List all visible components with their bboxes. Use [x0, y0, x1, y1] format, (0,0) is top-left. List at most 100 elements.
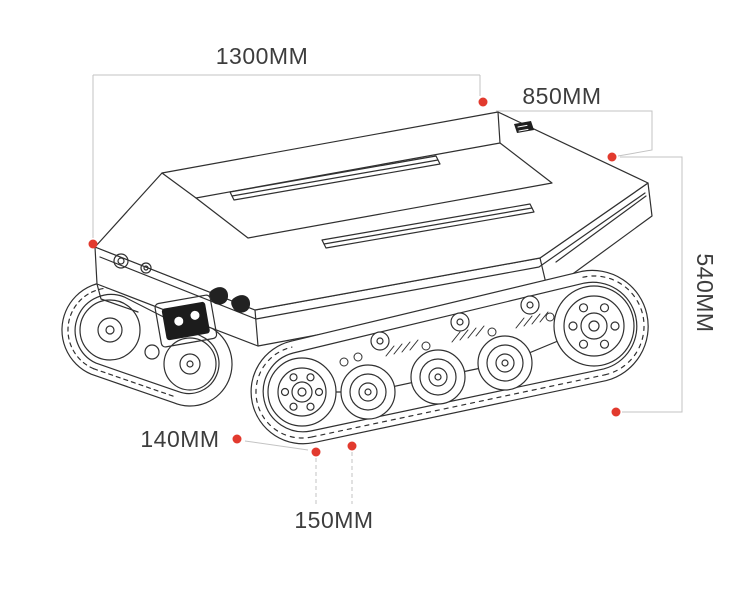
- sprocket-bolt: [306, 402, 315, 411]
- left-track-wheel-front: [79, 299, 141, 361]
- hull-roof-crease-top: [497, 111, 501, 144]
- tow-hook: [231, 295, 251, 313]
- wheel-rim: [410, 349, 466, 405]
- hull-right-face-seam: [555, 195, 647, 263]
- roof-rail-upper: [229, 155, 441, 201]
- front-camera-lights: [113, 253, 152, 274]
- wheel-ring: [486, 344, 524, 382]
- support-roller: [370, 331, 390, 351]
- sprocket-bolt: [280, 387, 290, 397]
- left-track-tread-line: [93, 368, 177, 398]
- wheel-hub: [97, 317, 123, 343]
- marking-slit: [517, 124, 528, 128]
- wheel-axle: [501, 359, 509, 367]
- wheel-axle: [434, 373, 442, 381]
- idler-sprocket-rear: [553, 285, 635, 367]
- dimension-leaders: [92, 74, 683, 504]
- left-track-roller: [144, 344, 160, 360]
- length-dimension-label: 1300MM: [216, 43, 308, 69]
- track-width-dimension-label: 150MM: [294, 507, 373, 533]
- clearance-dimension-label: 140MM: [140, 426, 219, 452]
- wheel-hub: [179, 353, 201, 375]
- sprocket-bolt: [599, 303, 610, 313]
- sprocket-bolt: [568, 321, 578, 331]
- roof-marking-plate: [514, 121, 534, 133]
- tow-hook: [209, 287, 229, 305]
- marking-body: [514, 121, 534, 133]
- measure-dot-width-rear: [607, 152, 617, 162]
- bolt: [487, 327, 497, 337]
- vent-slashes: [515, 311, 549, 329]
- rail-groove: [323, 207, 533, 245]
- sprocket-bolt: [289, 402, 298, 411]
- camera-lens: [113, 253, 129, 269]
- sprocket-hub: [291, 381, 313, 403]
- right-track-tread-arc-left: [255, 346, 313, 439]
- rail-groove: [231, 159, 439, 197]
- measure-dot-clearance: [232, 434, 242, 444]
- bolt: [339, 357, 349, 367]
- light-lens: [140, 262, 152, 274]
- roller-rim: [370, 331, 390, 351]
- sprocket-bolt: [306, 373, 315, 382]
- support-roller: [520, 295, 540, 315]
- left-track: [61, 281, 233, 407]
- robot-line-art: [61, 111, 653, 445]
- marking-slit: [518, 128, 529, 132]
- suspension-detail: [339, 311, 555, 367]
- bolt: [353, 352, 363, 362]
- sprocket-rim: [553, 285, 635, 367]
- road-wheel: [477, 335, 533, 391]
- sprocket-bolt: [578, 339, 589, 349]
- hull-roof-plate: [195, 142, 553, 239]
- dimension-labels: 1300MM 850MM 540MM 140MM 150MM: [140, 43, 718, 533]
- support-roller: [450, 312, 470, 332]
- road-wheel: [410, 349, 466, 405]
- width-dimension-label: 850MM: [522, 83, 601, 109]
- hull-roof-crease-left: [161, 172, 197, 199]
- roller-axle: [456, 318, 464, 326]
- front-tow-hooks: [209, 287, 251, 313]
- hull: [94, 111, 653, 348]
- sprocket-hub: [580, 312, 608, 340]
- connector-pin: [174, 316, 184, 326]
- road-wheel: [340, 364, 396, 420]
- roller-rim: [520, 295, 540, 315]
- hull-skirt-seam: [99, 192, 646, 320]
- sprocket-axle: [588, 320, 600, 332]
- connector-pin: [190, 310, 200, 320]
- hull-skirt-crease-front: [254, 309, 259, 347]
- roller-axle: [526, 301, 534, 309]
- wheel-rim: [163, 337, 217, 391]
- wheel-rim: [340, 364, 396, 420]
- sprocket-bolt: [599, 339, 610, 349]
- leader-height-line: [620, 156, 683, 413]
- light-lens-inner: [143, 265, 149, 271]
- height-dimension-label: 540MM: [692, 253, 718, 332]
- right-track-inner-band: [262, 281, 638, 433]
- vent-slashes: [385, 339, 419, 357]
- sprocket-bolt: [314, 387, 324, 397]
- measure-dots: [88, 97, 621, 457]
- right-track: [250, 269, 649, 445]
- vent-slashes: [451, 325, 485, 343]
- measure-dot-length-front: [88, 239, 98, 249]
- wheel-axle: [364, 388, 372, 396]
- measure-dot-track-right: [347, 441, 357, 451]
- hull-underbody-step: [96, 283, 139, 313]
- wheel-ring: [419, 358, 457, 396]
- camera-lens-inner: [117, 257, 125, 265]
- wheel-rim: [79, 299, 141, 361]
- sprocket-bolt: [578, 303, 589, 313]
- sprocket-bolt: [289, 373, 298, 382]
- roller-rim: [450, 312, 470, 332]
- sprocket-ring: [277, 367, 327, 417]
- wheel-hub: [495, 353, 515, 373]
- leader-clearance-line: [244, 440, 309, 451]
- measure-dot-track-left: [311, 447, 321, 457]
- sprocket-ring: [563, 295, 625, 357]
- wheel-rim: [477, 335, 533, 391]
- wheel-hub: [428, 367, 448, 387]
